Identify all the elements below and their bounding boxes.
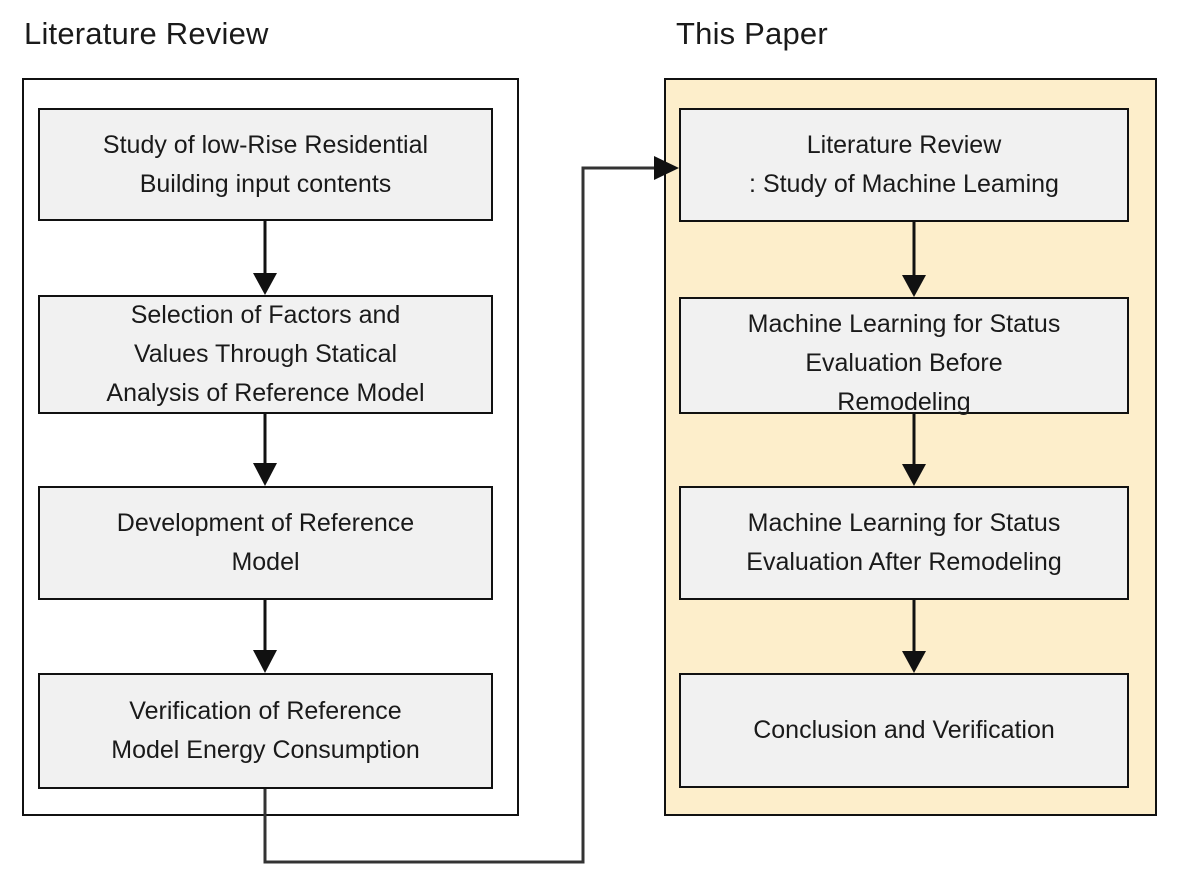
step-development-of-reference-model: Development of Reference Model <box>38 486 493 600</box>
box-line: : Study of Machine Leaming <box>749 170 1059 198</box>
step-selection-of-factors: Selection of Factors and Values Through … <box>38 295 493 414</box>
box-line: Model Energy Consumption <box>111 736 420 764</box>
step-study-input-contents: Study of low-Rise Residential Building i… <box>38 108 493 221</box>
box-line: Evaluation Before <box>805 349 1003 377</box>
step-ml-after-remodeling: Machine Learning for Status Evaluation A… <box>679 486 1129 600</box>
box-line: Analysis of Reference Model <box>106 379 425 407</box>
step-verification-of-reference-model: Verification of Reference Model Energy C… <box>38 673 493 789</box>
box-line: Literature Review <box>806 131 1002 159</box>
step-literature-review-machine-learning: Literature Review : Study of Machine Lea… <box>679 108 1129 222</box>
box-line: Evaluation After Remodeling <box>746 548 1062 576</box>
box-line: Study of low-Rise Residential <box>102 130 429 159</box>
left-column-heading: Literature Review <box>24 16 269 51</box>
box-line: Model <box>231 548 300 576</box>
box-line: Building input contents <box>139 169 392 198</box>
box-line: Machine Learning for Status <box>747 509 1061 537</box>
box-line: Remodeling <box>837 388 971 416</box>
box-line: Machine Learning for Status <box>747 310 1061 338</box>
box-line: Values Through Statical <box>133 340 398 368</box>
step-conclusion-and-verification: Conclusion and Verification <box>679 673 1129 788</box>
box-line: Selection of Factors and <box>130 301 401 329</box>
box-line: Development of Reference <box>116 509 415 537</box>
right-column-heading: This Paper <box>676 16 828 51</box>
step-ml-before-remodeling: Machine Learning for Status Evaluation B… <box>679 297 1129 416</box>
box-line: Verification of Reference <box>129 697 402 725</box>
box-line: Conclusion and Verification <box>753 716 1055 744</box>
